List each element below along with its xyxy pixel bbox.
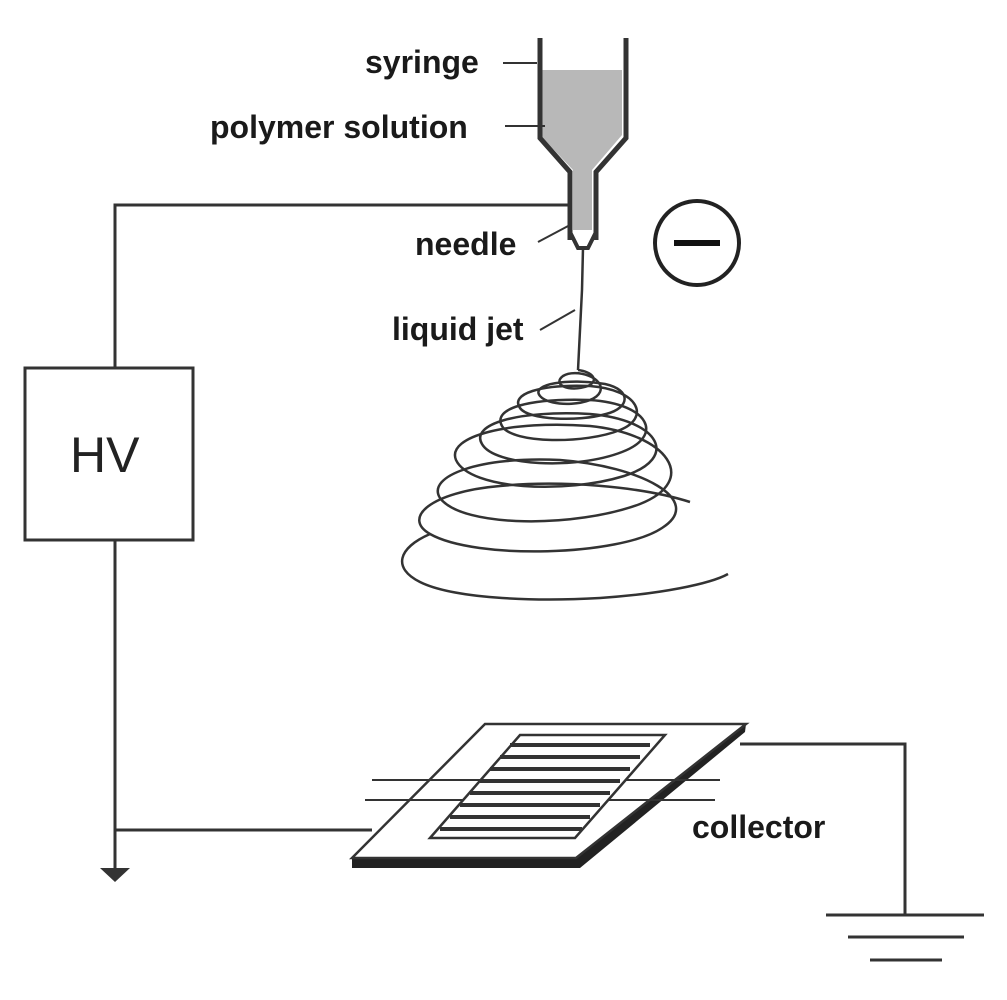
liquid-jet-leader	[539, 309, 576, 331]
liquid-jet	[576, 247, 585, 371]
collector-ground-wire	[740, 742, 907, 915]
liquid-jet-label: liquid jet	[392, 311, 524, 347]
syringe-label: syringe	[365, 44, 479, 80]
syringe	[537, 38, 629, 250]
hv-label: HV	[70, 427, 140, 483]
needle	[568, 231, 598, 250]
ground-symbol-icon	[826, 913, 984, 962]
needle-leader	[537, 224, 571, 243]
hv-needle-wire	[113, 203, 570, 368]
polymer-solution	[540, 70, 622, 230]
collector	[348, 722, 750, 868]
needle-label: needle	[415, 226, 516, 262]
collector-label: collector	[692, 809, 825, 845]
minus-sign-icon	[653, 199, 741, 287]
hv-power-supply	[23, 366, 195, 542]
hv-collector-wire	[113, 540, 372, 858]
whipping-spiral	[400, 368, 729, 601]
ground-arrow-icon	[100, 868, 130, 882]
polymer-solution-label: polymer solution	[210, 109, 468, 145]
